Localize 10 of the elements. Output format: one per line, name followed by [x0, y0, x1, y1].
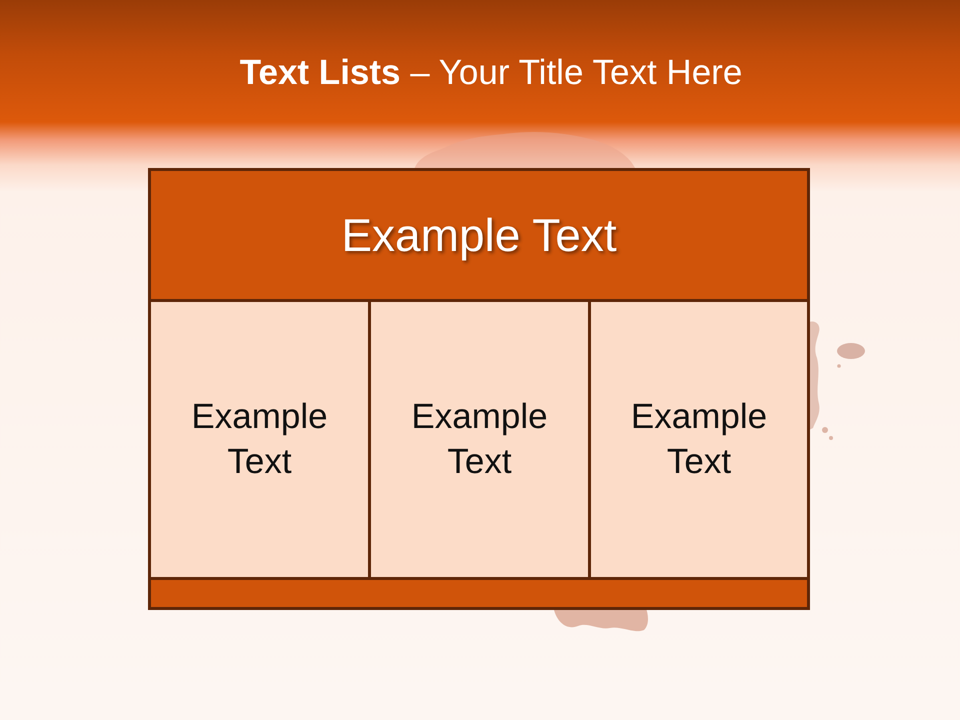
footer-bar	[148, 577, 810, 610]
content-panel	[588, 299, 810, 580]
slide-title: Text Lists – Your Title Text Here	[240, 52, 742, 94]
panel-text: Example Text	[190, 396, 329, 482]
panel-text: Example Text	[630, 396, 768, 482]
panel-text: Example Text	[410, 396, 549, 482]
content-panel	[148, 299, 371, 580]
header-text: Example Text	[341, 208, 617, 263]
header-band	[148, 168, 810, 302]
content-panel	[368, 299, 591, 580]
